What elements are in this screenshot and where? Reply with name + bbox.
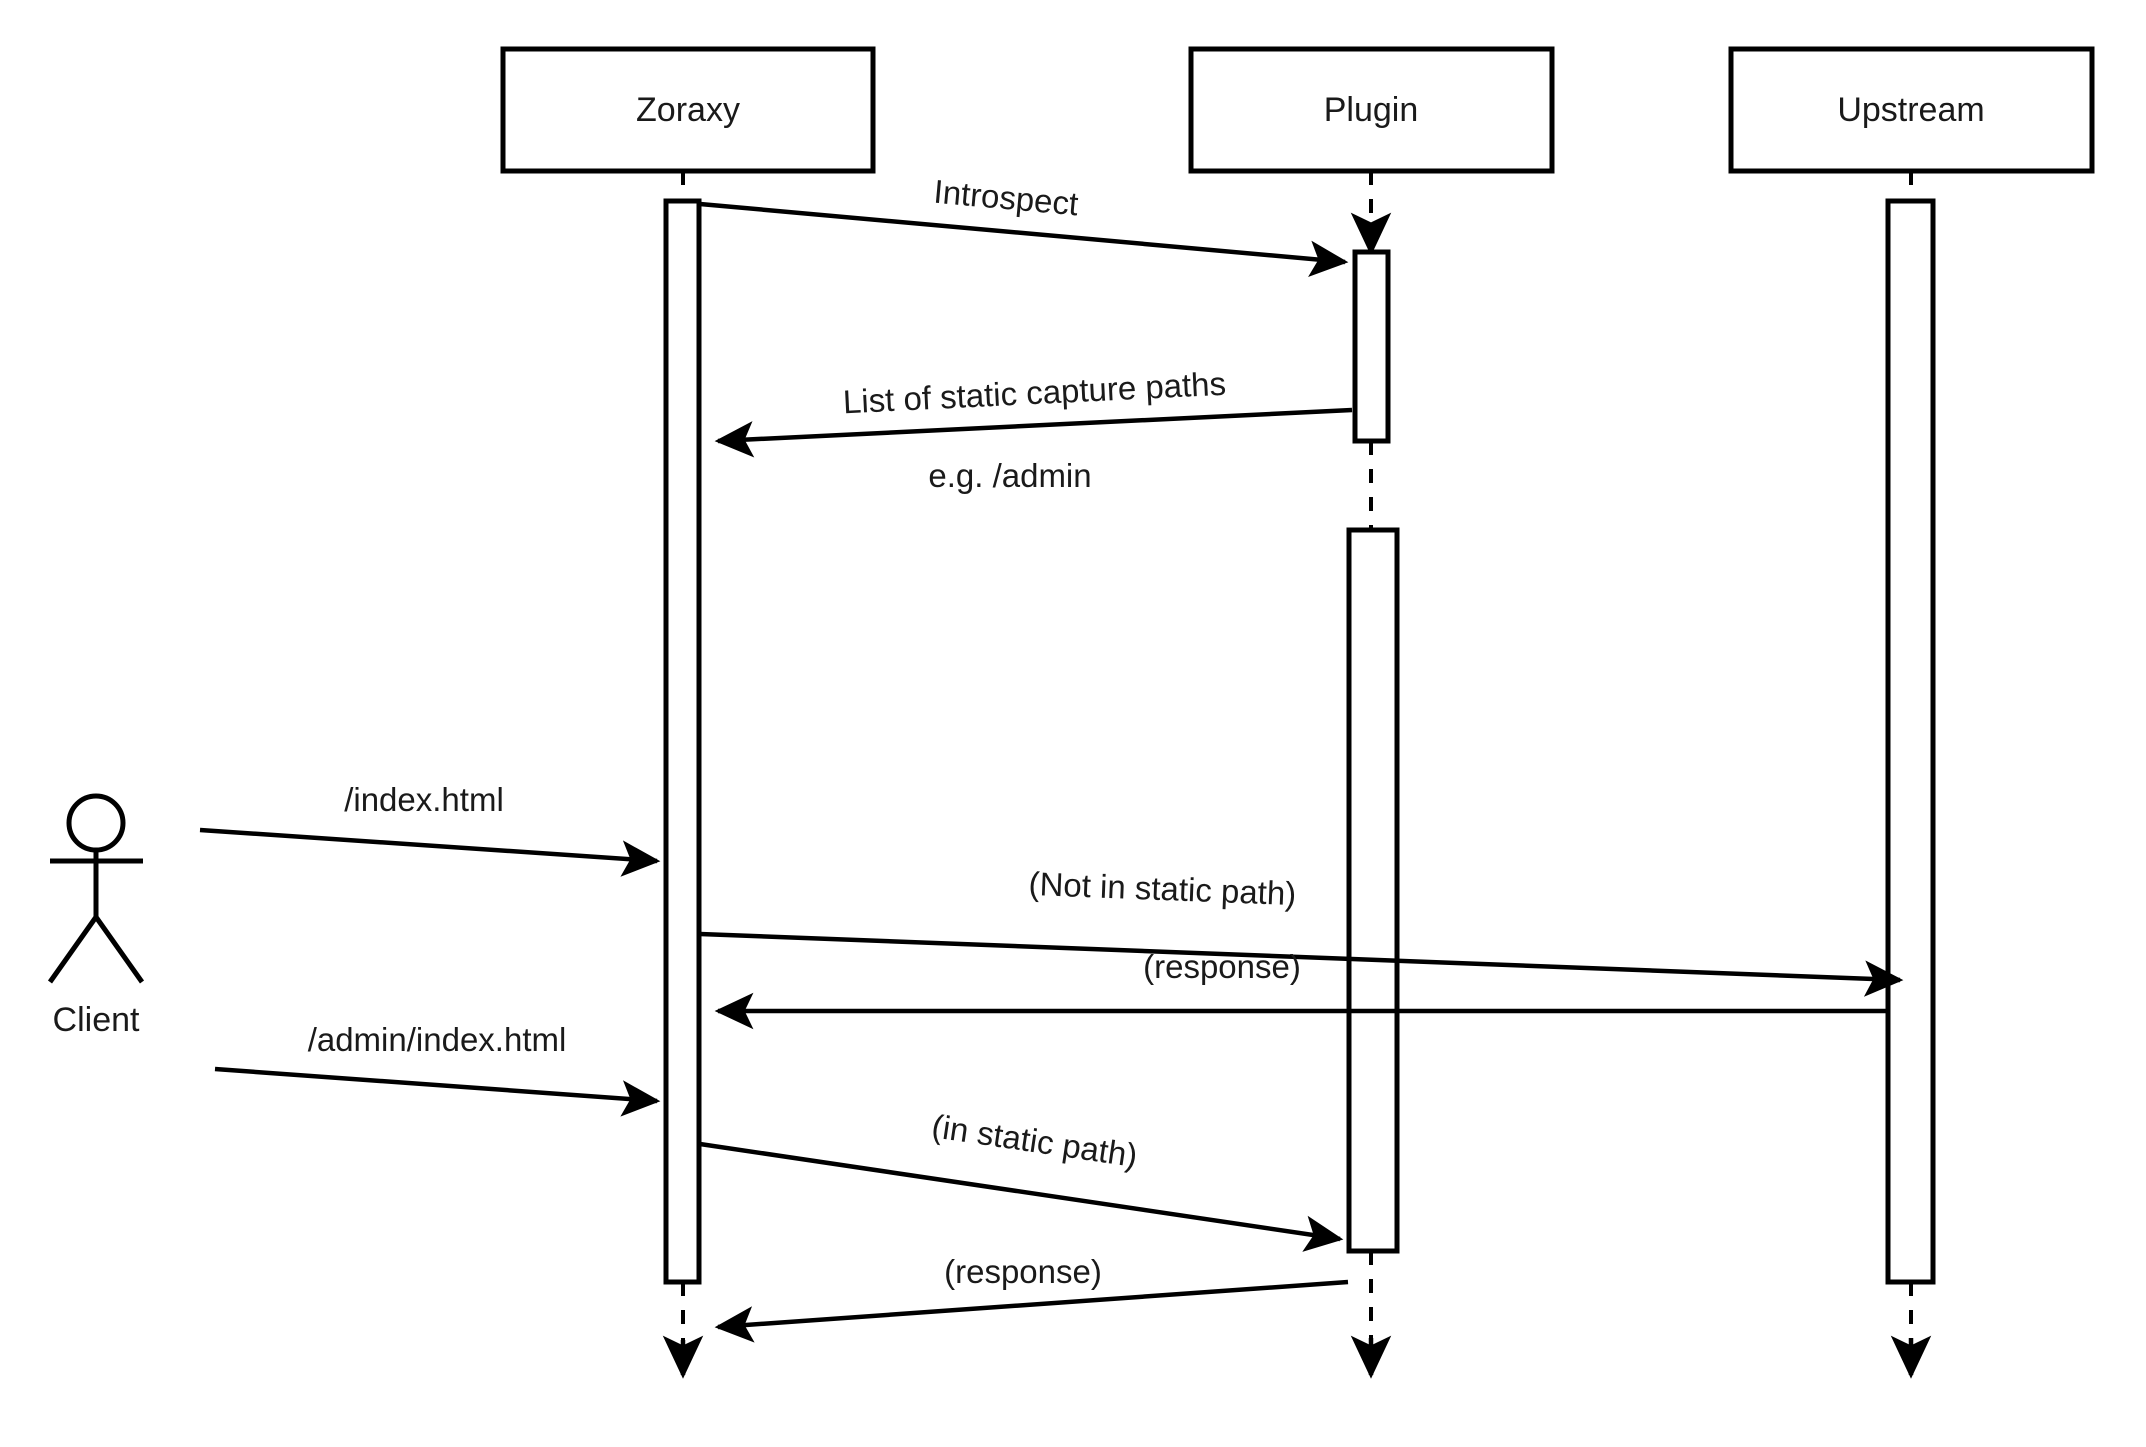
participant-label-plugin: Plugin bbox=[1324, 91, 1419, 129]
actor-client[interactable]: Client bbox=[47, 793, 145, 1039]
message-label-introspect: Introspect bbox=[932, 173, 1080, 223]
message-line-response-plugin bbox=[714, 1279, 1349, 1343]
message-in-static-path[interactable]: (in static path) bbox=[699, 1107, 1344, 1252]
participant-box-plugin[interactable] bbox=[1188, 46, 1555, 174]
message-line-static-capture-paths bbox=[714, 407, 1353, 458]
message-static-capture-paths[interactable]: List of static capture paths e.g. /admin bbox=[714, 365, 1353, 494]
message-line-admin-index-html bbox=[214, 1066, 661, 1117]
participant-label-zoraxy: Zoraxy bbox=[636, 91, 740, 129]
message-label-index-html: /index.html bbox=[344, 781, 504, 818]
message-introspect[interactable]: Introspect bbox=[699, 173, 1349, 277]
message-label-static-capture-example: e.g. /admin bbox=[928, 457, 1091, 494]
message-label-not-in-static-path: (Not in static path) bbox=[1028, 865, 1297, 912]
message-line-introspect bbox=[699, 201, 1349, 277]
actor-label-client: Client bbox=[53, 1001, 140, 1039]
activation-bar-plugin-introspect[interactable] bbox=[1352, 249, 1391, 444]
message-line-index-html bbox=[199, 827, 661, 877]
message-label-in-static-path: (in static path) bbox=[929, 1107, 1139, 1174]
participant-box-zoraxy[interactable] bbox=[500, 46, 876, 174]
message-label-admin-index-html: /admin/index.html bbox=[308, 1021, 567, 1058]
activation-bar-plugin-serving[interactable] bbox=[1346, 527, 1400, 1254]
participant-plugin[interactable]: Plugin bbox=[1188, 46, 1555, 174]
actor-head-icon bbox=[66, 793, 126, 853]
participant-zoraxy[interactable]: Zoraxy bbox=[500, 46, 876, 174]
message-label-response-upstream: (response) bbox=[1143, 948, 1301, 985]
message-response-upstream[interactable]: (response) bbox=[714, 948, 1890, 1030]
message-index-html[interactable]: /index.html bbox=[199, 781, 661, 877]
message-label-response-plugin: (response) bbox=[944, 1253, 1102, 1290]
participant-label-upstream: Upstream bbox=[1837, 91, 1984, 129]
activation-bar-zoraxy[interactable] bbox=[663, 198, 702, 1285]
message-line-in-static-path bbox=[699, 1141, 1344, 1252]
message-label-static-capture-paths: List of static capture paths bbox=[842, 365, 1227, 421]
message-admin-index-html[interactable]: /admin/index.html bbox=[214, 1021, 661, 1117]
activation-bar-upstream[interactable] bbox=[1885, 198, 1936, 1285]
message-line-not-in-static-path bbox=[699, 931, 1904, 997]
participant-upstream[interactable]: Upstream bbox=[1728, 46, 2095, 174]
actor-legs bbox=[47, 912, 145, 984]
message-response-plugin[interactable]: (response) bbox=[714, 1253, 1349, 1343]
